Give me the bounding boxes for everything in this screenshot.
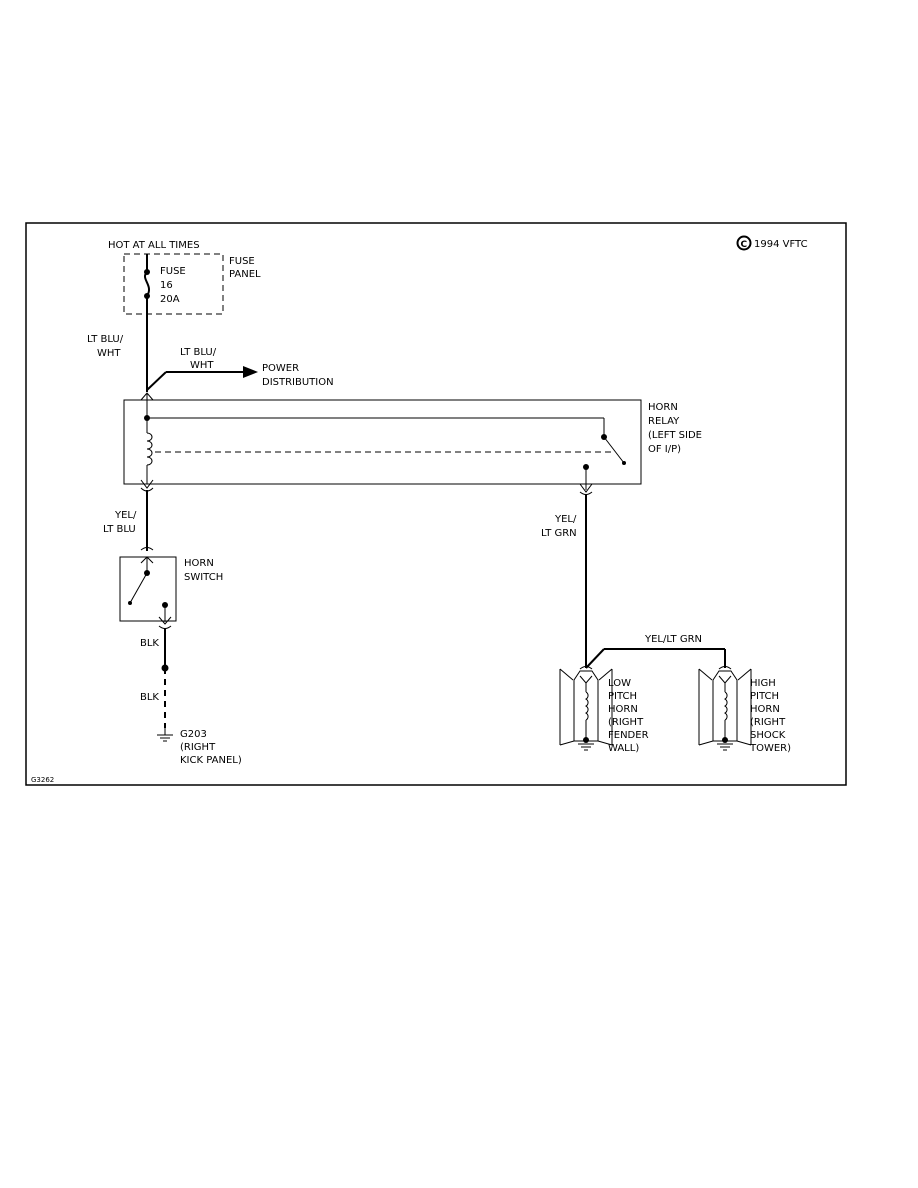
- high-horn-label-line-6: TOWER): [749, 743, 791, 754]
- figure-id: G3262: [31, 776, 54, 784]
- wire-label-blk-1: BLK: [140, 638, 159, 649]
- hot-at-all-times-label: HOT AT ALL TIMES: [108, 240, 200, 251]
- wire-label-yel-lt-blu-line-2: LT BLU: [103, 524, 136, 535]
- diagram-frame: [25, 222, 847, 786]
- wire-label-lt-blu-wht-2-line-2: WHT: [190, 360, 214, 371]
- power-distribution-label-line-1: POWER: [262, 363, 299, 374]
- high-horn-label-line-1: HIGH: [750, 678, 776, 689]
- low-horn-label-line-5: FENDER: [608, 730, 649, 741]
- copyright-symbol: C: [741, 240, 748, 250]
- high-horn-label-line-4: (RIGHT: [750, 717, 786, 728]
- horn-relay-label-line-4: OF I/P): [648, 444, 681, 455]
- high-horn-label-line-5: SHOCK: [750, 730, 786, 741]
- relay-switch-arm: [603, 436, 625, 464]
- low-horn-label-line-1: LOW: [608, 678, 631, 689]
- horn-switch-arm: [129, 572, 148, 604]
- wire-label-yel-lt-grn-line-1: YEL/: [554, 514, 577, 525]
- wire-label-yel-lt-blu-line-1: YEL/: [114, 510, 137, 521]
- horn-relay-box: [123, 399, 642, 485]
- ground-label-line-1: G203: [180, 729, 207, 740]
- wire-label-yel-lt-grn-bridge: YEL/LT GRN: [644, 634, 702, 645]
- horn-switch-label-line-1: HORN: [184, 558, 214, 569]
- wire-label-blk-2: BLK: [140, 692, 159, 703]
- low-horn-label-line-4: (RIGHT: [608, 717, 644, 728]
- low-horn-label-line-6: WALL): [608, 743, 639, 754]
- fuse-label-line-1: FUSE: [160, 266, 186, 277]
- horn-switch-label-line-2: SWITCH: [184, 572, 223, 583]
- horn-switch-box: [119, 556, 177, 622]
- fuse-panel-label-line-1: FUSE: [229, 256, 255, 267]
- high-pitch-horn: [698, 666, 752, 751]
- copyright-text: 1994 VFTC: [754, 239, 808, 250]
- ground-icon: [157, 728, 173, 742]
- high-horn-label-line-2: PITCH: [750, 691, 779, 702]
- horn-relay-label-line-1: HORN: [648, 402, 678, 413]
- low-horn-label-line-3: HORN: [608, 704, 638, 715]
- wire-yel-lt-grn-bridge: [585, 648, 726, 669]
- low-pitch-horn: [559, 666, 613, 751]
- relay-coil: [140, 418, 154, 489]
- wire-label-lt-blu-wht-1-line-2: WHT: [97, 348, 121, 359]
- ground-label-line-3: KICK PANEL): [180, 755, 242, 766]
- wire-label-lt-blu-wht-2-line-1: LT BLU/: [180, 347, 217, 358]
- fuse-panel-box: [123, 253, 224, 315]
- low-horn-label-line-2: PITCH: [608, 691, 637, 702]
- power-distribution-label-line-2: DISTRIBUTION: [262, 377, 334, 388]
- wire-label-yel-lt-grn-line-2: LT GRN: [541, 528, 577, 539]
- fuse-16: [144, 254, 150, 299]
- fuse-panel-label-line-2: PANEL: [229, 269, 261, 280]
- fuse-label-line-2: 16: [160, 280, 173, 291]
- wire-label-lt-blu-wht-1-line-1: LT BLU/: [87, 334, 124, 345]
- wire-to-power-distribution: [146, 366, 258, 391]
- high-horn-label-line-3: HORN: [750, 704, 780, 715]
- fuse-label-line-3: 20A: [160, 294, 180, 305]
- horn-relay-label-line-3: (LEFT SIDE: [648, 430, 702, 441]
- ground-label-line-2: (RIGHT: [180, 742, 216, 753]
- copyright-mark: C 1994 VFTC: [736, 235, 808, 251]
- horn-relay-label-line-2: RELAY: [648, 416, 680, 427]
- relay-connector-top: [140, 392, 154, 418]
